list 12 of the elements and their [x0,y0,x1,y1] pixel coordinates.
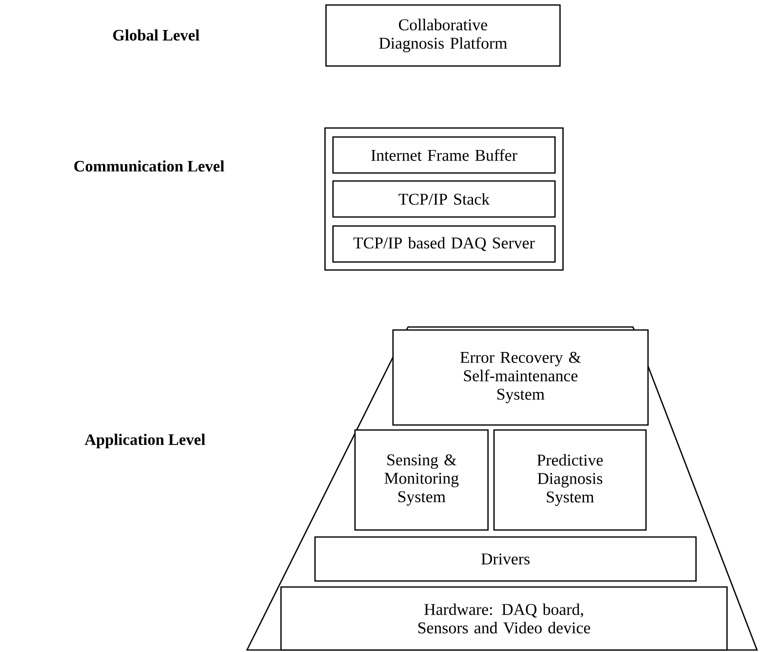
layer-box: Drivers [314,536,697,582]
layer-box: Hardware: DAQ board, Sensors and Video device [280,586,728,651]
layer-box: Sensing & Monitoring System [354,429,489,531]
layer-box: Predictive Diagnosis System [493,429,647,531]
level-label: Global Level [113,29,200,41]
layer-box: TCP/IP based DAQ Server [332,225,556,263]
layer-box: Error Recovery & Self-maintenance System [392,329,649,426]
layer-box: TCP/IP Stack [332,180,556,218]
layer-box: Internet Frame Buffer [332,136,556,174]
layer-box: Collaborative Diagnosis Platform [325,4,561,67]
level-label: Communication Level [74,160,224,172]
level-label: Application Level [84,434,206,448]
